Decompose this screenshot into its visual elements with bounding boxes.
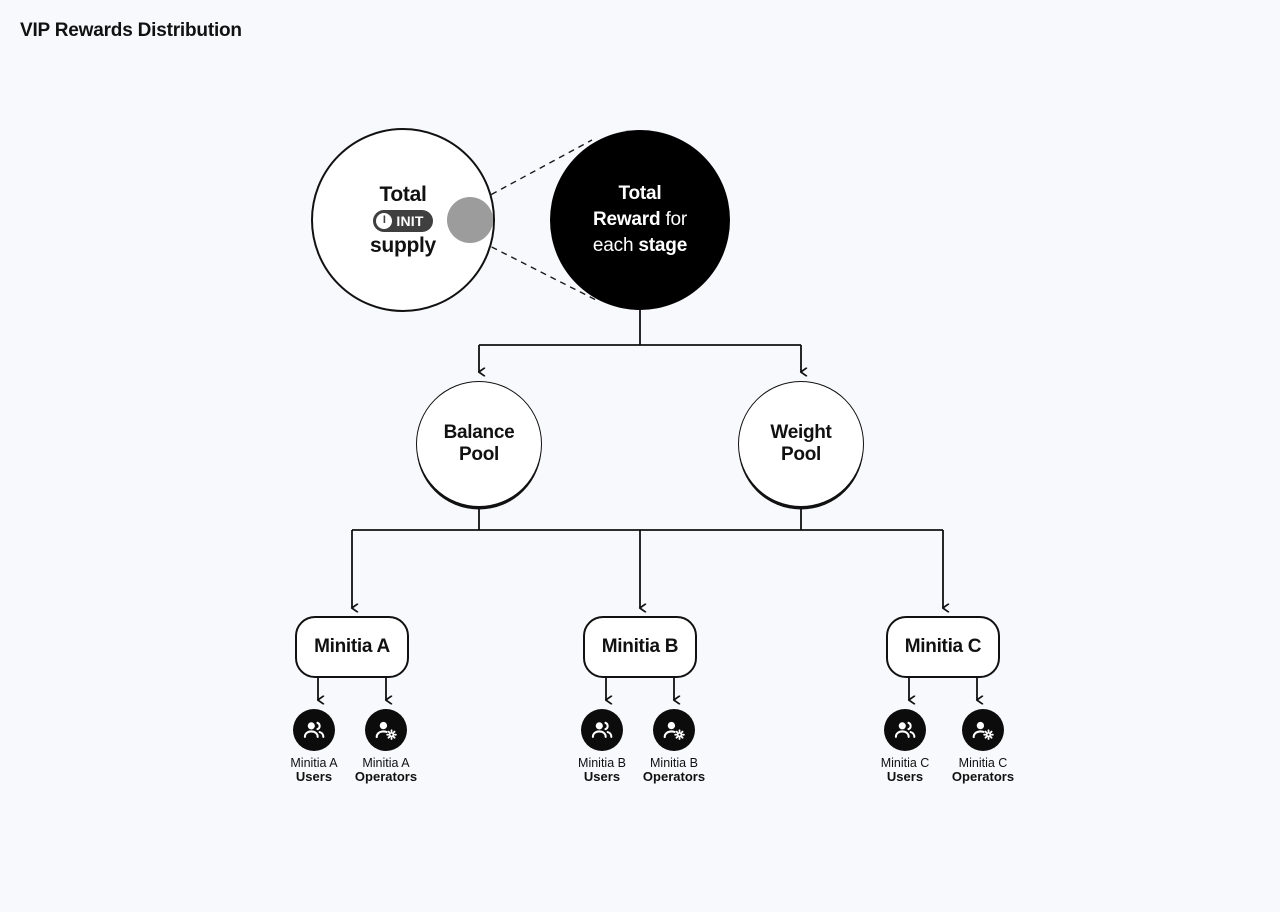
total-supply-line1: Total [379, 182, 427, 206]
minitia-c-node[interactable]: Minitia C [886, 616, 1000, 678]
minitia-c-operators-node[interactable]: Minitia C Operators [935, 709, 1031, 785]
minitia-c-users-caption: Minitia C Users [880, 756, 930, 785]
minitia-b-node[interactable]: Minitia B [583, 616, 697, 678]
weight-pool-line1: Weight [770, 421, 832, 443]
total-supply-line3: supply [370, 233, 436, 257]
weight-pool-line2: Pool [781, 444, 821, 465]
balance-pool-line1: Balance [443, 421, 515, 443]
pools-to-bus-connector [352, 507, 943, 531]
operator-gear-icon [365, 709, 407, 751]
operator-gear-icon [653, 709, 695, 751]
users-icon [293, 709, 335, 751]
total-reward-node[interactable]: Total Reward for each stage [550, 130, 730, 310]
init-badge-label: INIT [396, 212, 424, 229]
stage-slice-dot [447, 197, 493, 243]
total-reward-line3: each stage [592, 235, 688, 257]
minitia-a-operators-caption: Minitia A Operators [354, 756, 418, 785]
minitia-b-users-caption: Minitia B Users [578, 756, 626, 785]
total-reward-line2: Reward for [592, 208, 688, 230]
minitia-a-users-caption: Minitia A Users [290, 756, 338, 785]
reward-to-pools-connector [479, 310, 801, 372]
users-icon [581, 709, 623, 751]
minitia-b-leaf-connector [606, 678, 674, 700]
weight-pool-node[interactable]: Weight Pool [738, 381, 864, 507]
minitia-a-users-node[interactable]: Minitia A Users [266, 709, 362, 785]
bus-to-minitia-connector [352, 530, 943, 608]
minitia-c-operators-caption: Minitia C Operators [951, 756, 1015, 785]
balance-pool-line2: Pool [459, 444, 499, 465]
operator-gear-icon [962, 709, 1004, 751]
init-token-badge: I INIT [373, 209, 433, 232]
page-title: VIP Rewards Distribution [20, 20, 242, 41]
balance-pool-node[interactable]: Balance Pool [416, 381, 542, 507]
users-icon [884, 709, 926, 751]
init-coin-icon: I [376, 212, 393, 229]
minitia-a-node[interactable]: Minitia A [295, 616, 409, 678]
minitia-b-users-node[interactable]: Minitia B Users [554, 709, 650, 785]
total-reward-line1: Total [618, 182, 662, 204]
minitia-c-users-node[interactable]: Minitia C Users [857, 709, 953, 785]
minitia-b-operators-caption: Minitia B Operators [642, 756, 706, 785]
minitia-a-operators-node[interactable]: Minitia A Operators [338, 709, 434, 785]
minitia-c-leaf-connector [909, 678, 977, 700]
minitia-a-leaf-connector [318, 678, 386, 700]
minitia-b-operators-node[interactable]: Minitia B Operators [626, 709, 722, 785]
